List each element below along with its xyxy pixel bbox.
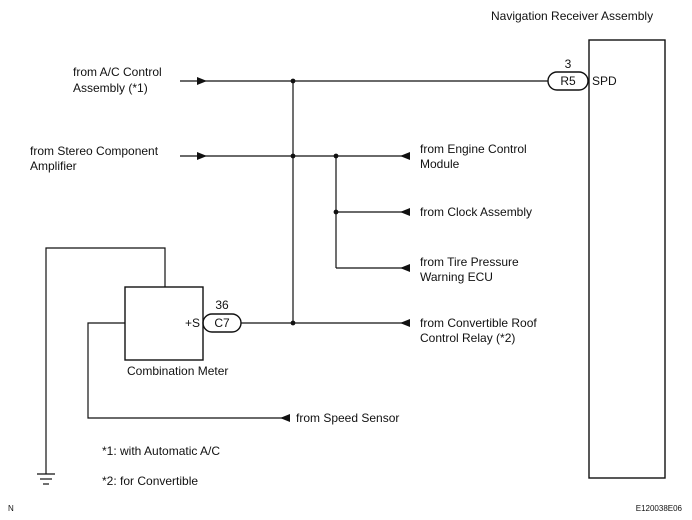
speed-sensor-wire	[87, 322, 290, 419]
junction-dot-stereo	[290, 153, 296, 159]
ac-label-2: Assembly (*1)	[73, 81, 148, 95]
engine-label-1: from Engine Control	[420, 142, 527, 156]
ground-wire	[45, 247, 166, 474]
ac-label-1: from A/C Control	[73, 65, 162, 79]
roof-label-2: Control Relay (*2)	[420, 331, 515, 345]
c7-connector-label: C7	[214, 316, 230, 330]
engine-label-2: Module	[420, 157, 460, 171]
stereo-label-1: from Stereo Component	[30, 144, 159, 158]
tire-arrow	[400, 264, 410, 272]
r5-connector-label: R5	[560, 74, 576, 88]
junction-dot-spd	[290, 78, 296, 84]
clock-label: from Clock Assembly	[420, 205, 532, 219]
tire-label-2: Warning ECU	[420, 270, 493, 284]
roof-arrow	[400, 319, 410, 327]
note-1: *1: with Automatic A/C	[102, 444, 220, 458]
junction-dot-c7	[290, 320, 296, 326]
plus-s-terminal: +S	[185, 316, 200, 330]
junction-dot-clock	[333, 209, 339, 215]
c7-pin-number: 36	[215, 298, 229, 312]
footer-n: N	[8, 504, 14, 513]
r5-pin-number: 3	[565, 57, 572, 71]
spd-terminal-label: SPD	[592, 74, 617, 88]
roof-label-1: from Convertible Roof	[420, 316, 537, 330]
ac-arrow	[197, 77, 207, 85]
tire-label-1: from Tire Pressure	[420, 255, 519, 269]
note-2: *2: for Convertible	[102, 474, 198, 488]
footer-code: E120038E06	[636, 504, 683, 513]
stereo-label-2: Amplifier	[30, 159, 77, 173]
clock-arrow	[400, 208, 410, 216]
navigation-receiver-box	[588, 39, 666, 479]
combination-meter-label: Combination Meter	[127, 364, 228, 378]
receiver-title: Navigation Receiver Assembly	[491, 9, 653, 23]
speed-sensor-label: from Speed Sensor	[296, 411, 399, 425]
stereo-arrow	[197, 152, 207, 160]
speed-arrow	[280, 414, 290, 422]
engine-arrow	[400, 152, 410, 160]
